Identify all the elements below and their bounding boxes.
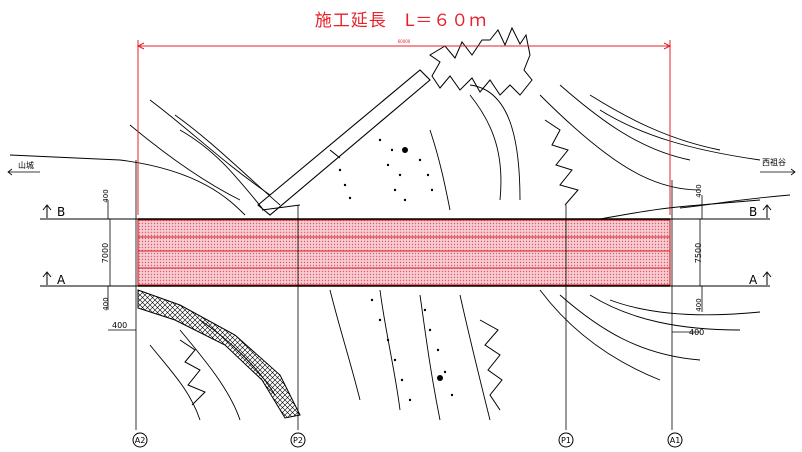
direction-arrows: [7, 168, 796, 176]
direction-label-right: 西祖谷: [762, 157, 786, 167]
support-label-a1: A1: [670, 436, 681, 445]
offset-label-left-bottom: 400: [102, 297, 110, 310]
support-marker-p2: P2: [290, 432, 306, 448]
lower-offset-dims: [108, 329, 700, 333]
section-label-b-left: B: [57, 205, 65, 219]
section-label-a-right: A: [749, 273, 758, 287]
offset-label-left-top: 400: [102, 189, 110, 202]
offset-label-right-bottom: 400: [695, 298, 703, 311]
support-markers: A2 P2 P1 A1: [132, 432, 683, 448]
support-label-p1: P1: [561, 436, 571, 445]
offset-label-left-lower: 400: [112, 321, 127, 330]
width-label-right: 7500: [694, 243, 703, 263]
bridge-deck: [137, 218, 671, 287]
section-markers: [42, 204, 772, 285]
direction-label-left: 山城: [18, 160, 34, 170]
support-marker-p1: P1: [558, 432, 574, 448]
total-dimension-line: [136, 40, 672, 215]
width-label-left: 7000: [101, 243, 110, 263]
road-edges: [40, 199, 770, 287]
total-dimension-label: 60000: [398, 39, 411, 44]
support-label-a2: A2: [135, 436, 146, 445]
support-marker-a2: A2: [132, 432, 148, 448]
rock-outcrops: [179, 26, 579, 411]
construction-length-title: 施工延長 L＝６０ｍ: [314, 11, 488, 31]
support-label-p2: P2: [293, 436, 303, 445]
width-dimension-lines: [107, 195, 703, 312]
section-label-a-left: A: [57, 273, 66, 287]
support-marker-a1: A1: [667, 432, 683, 448]
offset-label-right-lower: 400: [689, 328, 704, 337]
offset-label-right-top: 400: [695, 184, 703, 197]
retaining-wall: [137, 289, 301, 419]
scattered-stones: [338, 138, 454, 402]
fallen-log: [257, 69, 431, 216]
section-label-b-right: B: [749, 205, 757, 219]
support-centerlines: [135, 160, 673, 430]
